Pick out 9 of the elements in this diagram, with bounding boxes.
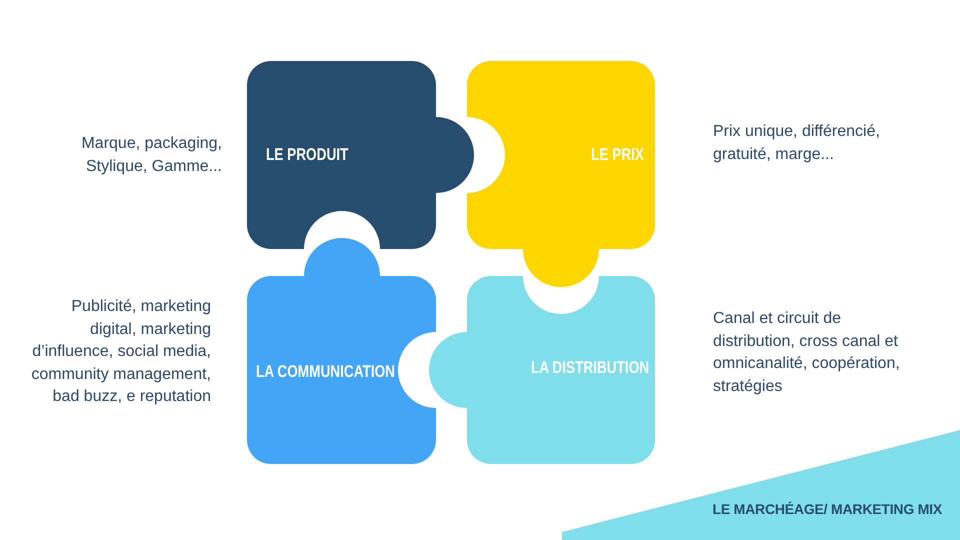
description-text: Publicité, marketing digital, marketing d’influence, social media, community management, bad buzz, e reputation (30, 297, 211, 407)
footer-title: LE MARCHÉAGE/ MARKETING MIX (712, 501, 942, 517)
description-text: Canal et circuit de distribution, cross canal et omnicanalité, coopération, stratégies (713, 309, 901, 396)
piece-title: LE PRODUIT (266, 145, 348, 165)
piece-title: LE PRIX (590, 145, 644, 165)
description-text: Prix unique, différencié, gratuité, marge... (713, 122, 881, 164)
piece-title: LA DISTRIBUTION (531, 358, 650, 378)
description-text: Marque, packaging, Stylique, Gamme... (80, 134, 222, 176)
piece-title: LA COMMUNICATION (256, 362, 396, 382)
